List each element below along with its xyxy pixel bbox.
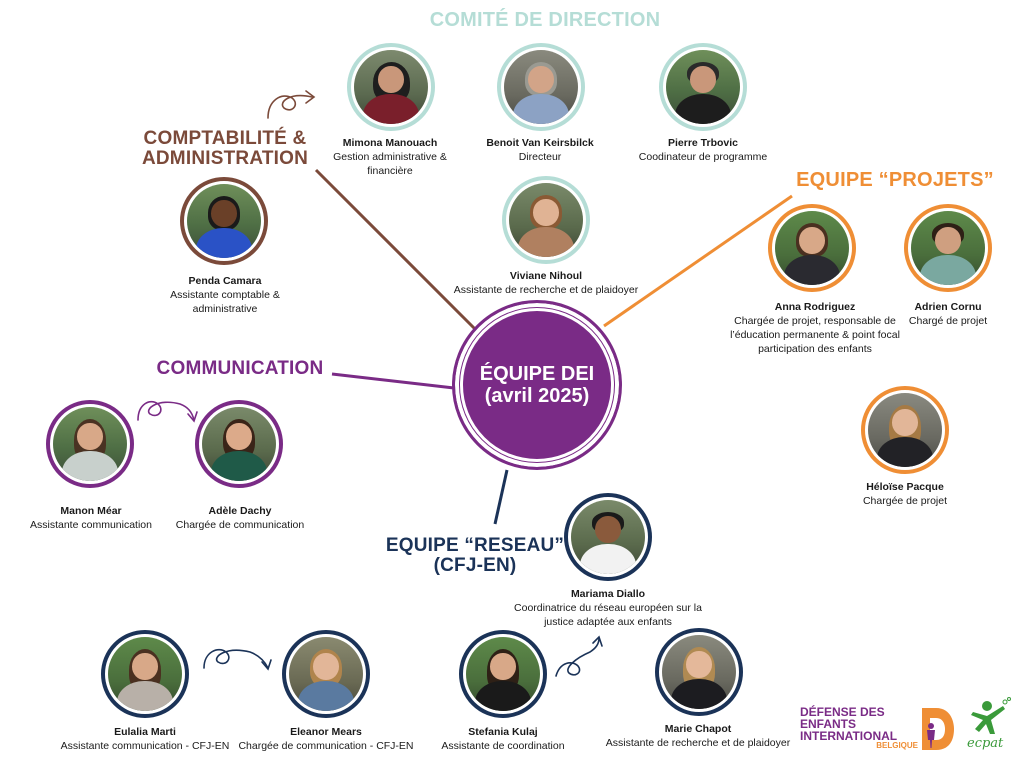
connector-projets xyxy=(603,194,793,328)
person-role: Assistante communication xyxy=(30,519,152,531)
arrow-communication-icon xyxy=(137,400,198,423)
person-role: Assistante de recherche et de plaidoyer xyxy=(453,284,639,296)
logo-dei-line2: International xyxy=(800,729,898,743)
avatar-viviane xyxy=(502,176,590,264)
person-name: Eleanor Mears xyxy=(290,726,362,738)
avatar-manon xyxy=(46,400,134,488)
person-eulalia: Eulalia Marti Assistante communication -… xyxy=(55,725,235,753)
person-role: Assistante de recherche et de plaidoyer xyxy=(605,737,791,749)
connector-communication xyxy=(331,372,455,390)
heading-equipe-reseau: EQUIPE “RESEAU” (CFJ-EN) xyxy=(385,536,565,576)
person-role: Assistante comptable & administrative xyxy=(170,289,280,315)
person-viviane: Viviane Nihoul Assistante de recherche e… xyxy=(440,269,652,297)
person-adrien: Adrien Cornu Chargé de projet xyxy=(898,300,998,328)
connector-reseau xyxy=(493,469,509,525)
avatar-eleanor xyxy=(282,630,370,718)
person-anna: Anna Rodriguez Chargée de projet, respon… xyxy=(724,300,906,356)
person-name: Eulalia Marti xyxy=(114,726,176,738)
center-team-circle: ÉQUIPE DEI (avril 2025) xyxy=(452,300,622,470)
dei-d-mark-icon xyxy=(922,708,954,750)
ecpat-figure-icon xyxy=(971,697,1011,734)
person-role: Assistante communication - CFJ-EN xyxy=(60,740,230,752)
person-role: Coodinateur de programme xyxy=(638,151,768,163)
person-eleanor: Eleanor Mears Chargée de communication -… xyxy=(236,725,416,753)
person-name: Stefania Kulaj xyxy=(468,726,538,738)
person-name: Marie Chapot xyxy=(664,723,732,735)
heading-comite-direction: COMITÉ DE DIRECTION xyxy=(429,9,661,31)
person-mimona: Mimona Manouach Gestion administrative &… xyxy=(320,136,460,178)
person-role: Chargée de communication xyxy=(175,519,305,531)
person-name: Mimona Manouach xyxy=(342,137,438,149)
person-name: Adèle Dachy xyxy=(208,505,272,517)
person-role: Assistante de coordination xyxy=(441,740,565,752)
person-heloise: Héloïse Pacque Chargée de projet xyxy=(845,480,965,508)
avatar-heloise xyxy=(861,386,949,474)
avatar-benoit xyxy=(497,43,585,131)
person-name: Pierre Trbovic xyxy=(667,137,739,149)
logo-dei-belgique: Défense des Enfants International Belgiq… xyxy=(800,706,920,750)
person-name: Mariama Diallo xyxy=(570,588,646,600)
avatar-pierre xyxy=(659,43,747,131)
avatar-marie xyxy=(655,628,743,716)
person-name: Héloïse Pacque xyxy=(866,481,944,493)
arrow-reseau-right-icon xyxy=(555,635,603,677)
person-name: Adrien Cornu xyxy=(914,301,982,313)
person-role: Directeur xyxy=(518,151,562,163)
logo-dei-line1: Défense des Enfants xyxy=(800,705,885,731)
logo-ecpat: ecpat xyxy=(965,696,1015,756)
person-role: Coordinatrice du réseau européen sur la … xyxy=(514,602,702,628)
heading-equipe-projets: EQUIPE “PROJETS” xyxy=(796,169,994,191)
arrow-compta-icon xyxy=(267,90,316,119)
heading-reseau-line1: EQUIPE “RESEAU” xyxy=(385,535,565,556)
heading-communication: COMMUNICATION xyxy=(156,358,324,379)
person-marie: Marie Chapot Assistante de recherche et … xyxy=(598,722,798,750)
person-role: Chargée de projet xyxy=(862,495,948,507)
person-role: Chargée de projet, responsable de l’éduc… xyxy=(730,315,900,355)
person-name: Anna Rodriguez xyxy=(774,301,856,313)
avatar-mimona xyxy=(347,43,435,131)
person-role: Chargée de communication - CFJ-EN xyxy=(238,740,414,752)
person-adele: Adèle Dachy Chargée de communication xyxy=(165,504,315,532)
person-role: Chargé de projet xyxy=(908,315,988,327)
logo-dei-line3: Belgique xyxy=(876,741,918,750)
person-name: Viviane Nihoul xyxy=(509,270,583,282)
person-mariama: Mariama Diallo Coordinatrice du réseau e… xyxy=(510,587,706,629)
person-benoit: Benoit Van Keirsbilck Directeur xyxy=(470,136,610,164)
heading-comptabilite: COMPTABILITÉ & ADMINISTRATION xyxy=(141,128,309,169)
avatar-adrien xyxy=(904,204,992,292)
person-name: Penda Camara xyxy=(188,275,262,287)
avatar-anna xyxy=(768,204,856,292)
connector-compta xyxy=(314,168,478,332)
avatar-eulalia xyxy=(101,630,189,718)
arrow-reseau-left-icon xyxy=(203,648,272,671)
center-ring xyxy=(460,308,614,462)
person-pierre: Pierre Trbovic Coodinateur de programme xyxy=(628,136,778,164)
avatar-penda xyxy=(180,177,268,265)
heading-reseau-line2: (CFJ-EN) xyxy=(433,554,517,576)
logo-ecpat-word: ecpat xyxy=(967,736,1004,751)
person-stefania: Stefania Kulaj Assistante de coordinatio… xyxy=(430,725,576,753)
person-role: Gestion administrative & financière xyxy=(333,151,447,177)
person-name: Manon Méar xyxy=(60,505,122,517)
person-name: Benoit Van Keirsbilck xyxy=(486,137,594,149)
avatar-adele xyxy=(195,400,283,488)
person-penda: Penda Camara Assistante comptable & admi… xyxy=(160,274,290,316)
avatar-mariama xyxy=(564,493,652,581)
avatar-stefania xyxy=(459,630,547,718)
person-manon: Manon Méar Assistante communication xyxy=(20,504,162,532)
